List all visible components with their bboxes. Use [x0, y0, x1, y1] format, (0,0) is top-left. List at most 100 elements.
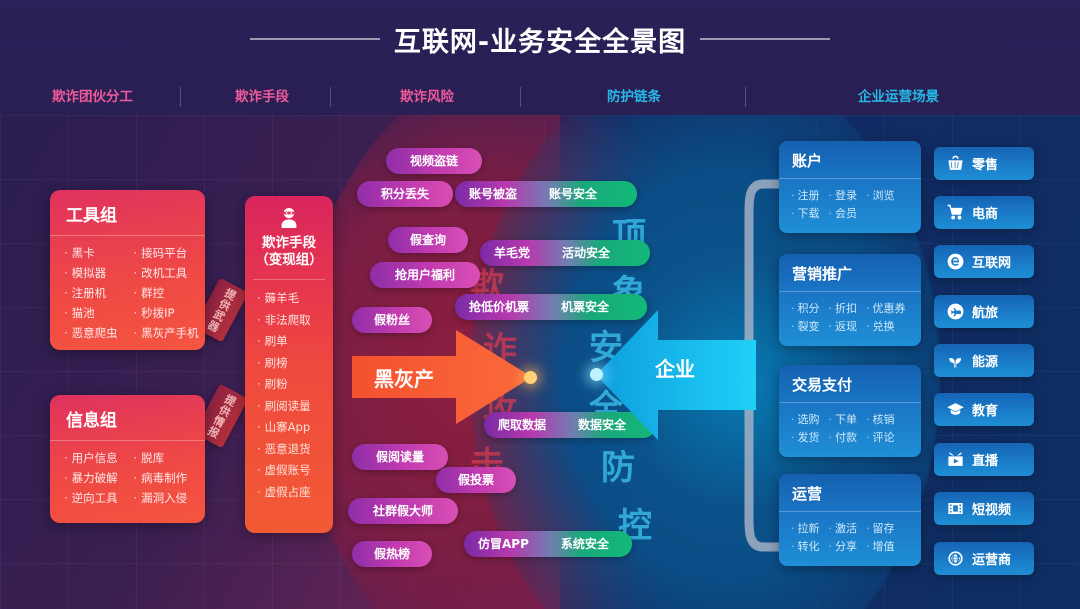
risk-security-pill[interactable]: 羊毛党 活动安全: [480, 240, 650, 266]
tab-0[interactable]: 欺诈团伙分工: [52, 89, 133, 105]
fraud-means-item: 刷阅读量: [257, 396, 333, 418]
panel-item: 群控: [134, 285, 200, 302]
industry-chip-0[interactable]: 零售: [934, 147, 1034, 180]
industry-chip-5[interactable]: 教育: [934, 393, 1034, 426]
fraud-means-item: 非法爬取: [257, 310, 333, 332]
pill-risk-label: 抢低价机票: [469, 300, 530, 314]
business-item: 返现: [829, 318, 857, 336]
business-item: 浏览: [866, 187, 895, 205]
business-item: 评论: [866, 429, 895, 447]
industry-chip-8[interactable]: 运营商: [934, 542, 1034, 575]
fraud-means-item: 虚假账号: [257, 460, 333, 482]
business-panel-marketing[interactable]: 营销推广积分折扣优惠券裂变返现兑换: [779, 254, 921, 346]
business-item: 会员: [829, 205, 857, 223]
business-panel-items-payment: 选购下单核销发货付款评论: [779, 403, 921, 457]
defense-node-dot: [590, 368, 603, 381]
pill-security-label: 数据安全: [578, 418, 627, 432]
business-item: 选购: [791, 411, 820, 429]
industry-chip-6[interactable]: 直播: [934, 443, 1034, 476]
risk-security-pill[interactable]: 账号被盗账号安全: [455, 181, 637, 207]
industry-chip-3[interactable]: 航旅: [934, 295, 1034, 328]
risk-pill[interactable]: 假投票: [436, 467, 516, 493]
panel-tool-group[interactable]: 工具组黑卡接码平台模拟器改机工具注册机群控猫池秒拨IP恶意爬虫黑灰产手机: [50, 190, 205, 350]
page-title: 互联网-业务安全全景图: [393, 26, 687, 58]
fraud-means-header: 欺诈手段 （变现组）: [245, 196, 333, 277]
fraud-means-item: 刷粉: [257, 374, 333, 396]
risk-pill[interactable]: 假阅读量: [352, 444, 448, 470]
e-circle-icon: [947, 253, 964, 270]
pill-risk-label: 仿冒APP: [478, 537, 529, 551]
attack-node-dot: [524, 371, 537, 384]
risk-pill[interactable]: 积分丢失: [357, 181, 453, 207]
business-item: 注册: [791, 187, 820, 205]
panel-items-tool-group: 黑卡接码平台模拟器改机工具注册机群控猫池秒拨IP恶意爬虫黑灰产手机: [50, 236, 205, 350]
panel-items-info-group: 用户信息脱库暴力破解病毒制作逆向工具漏洞入侵: [50, 441, 205, 517]
business-item: 登录: [829, 187, 857, 205]
tab-4[interactable]: 企业运营场景: [858, 89, 939, 105]
risk-pill[interactable]: 假热榜: [352, 541, 432, 567]
enterprise-arrow-label: 企业: [655, 357, 695, 381]
fraud-means-panel[interactable]: 欺诈手段 （变现组） 薅羊毛非法爬取刷单刷榜刷粉刷阅读量山寨App恶意退货虚假账…: [245, 196, 333, 533]
business-row: 转化分享增值: [791, 538, 913, 556]
panel-item: 秒拨IP: [134, 305, 200, 322]
panel-item: 暴力破解: [64, 470, 130, 487]
industry-chip-7[interactable]: 短视频: [934, 492, 1034, 525]
panel-item: 恶意爬虫: [64, 325, 130, 342]
tab-divider-3: [745, 87, 746, 107]
enterprise-arrow[interactable]: [596, 310, 756, 440]
risk-pill[interactable]: 视频盗链: [386, 148, 482, 174]
risk-pill[interactable]: 社群假大师: [348, 498, 458, 524]
risk-security-pill[interactable]: 抢低价机票机票安全: [455, 294, 647, 320]
industry-chip-1[interactable]: 电商: [934, 196, 1034, 229]
risk-pill[interactable]: 假粉丝: [352, 307, 432, 333]
business-row: 注册登录浏览: [791, 187, 913, 205]
risk-security-pill[interactable]: 爬取数据数据安全: [484, 412, 656, 438]
title-rule-right: [700, 38, 831, 40]
pill-security-label: 活动安全: [562, 246, 611, 260]
industry-chip-2[interactable]: 互联网: [934, 245, 1034, 278]
panel-item: 用户信息: [64, 450, 130, 467]
tab-3[interactable]: 防护链条: [607, 89, 661, 105]
divider: [253, 279, 325, 280]
industry-chip-label: 教育: [972, 404, 999, 419]
tab-divider-2: [520, 87, 521, 107]
business-panel-payment[interactable]: 交易支付选购下单核销发货付款评论: [779, 365, 921, 457]
section-tabs: 欺诈团伙分工 欺诈手段 欺诈风险 防护链条 企业运营场景: [0, 85, 1080, 115]
industry-chip-label: 能源: [972, 355, 999, 370]
business-item: 拉新: [791, 520, 820, 538]
business-panel-account[interactable]: 账户注册登录浏览下载会员: [779, 141, 921, 233]
panel-info-group[interactable]: 信息组用户信息脱库暴力破解病毒制作逆向工具漏洞入侵: [50, 395, 205, 523]
panel-item: 漏洞入侵: [134, 490, 200, 507]
panel-item: 猫池: [64, 305, 130, 322]
tab-1[interactable]: 欺诈手段: [235, 89, 289, 105]
page-title-wrap: 互联网-业务安全全景图: [0, 16, 1080, 62]
business-panel-items-marketing: 积分折扣优惠券裂变返现兑换: [779, 292, 921, 346]
industry-chip-label: 运营商: [972, 553, 1012, 568]
tab-2[interactable]: 欺诈风险: [400, 89, 454, 105]
industry-chip-label: 直播: [972, 454, 999, 469]
industry-chip-label: 零售: [972, 158, 999, 173]
business-row: 裂变返现兑换: [791, 318, 913, 336]
panel-item: 脱库: [134, 450, 200, 467]
live-tv-icon: [948, 452, 963, 466]
pill-risk-label: 羊毛党: [494, 246, 531, 260]
business-panel-operation[interactable]: 运营拉新激活留存转化分享增值: [779, 474, 921, 566]
fraud-means-title-line2: （变现组）: [255, 252, 323, 268]
panel-title-tool-group: 工具组: [50, 190, 205, 236]
risk-pill[interactable]: 抢用户福利: [370, 262, 480, 288]
tab-divider-0: [180, 87, 181, 107]
fraud-means-item: 刷单: [257, 331, 333, 353]
business-panel-title-marketing: 营销推广: [779, 254, 921, 292]
risk-pill[interactable]: 假查询: [388, 227, 468, 253]
business-panel-title-account: 账户: [779, 141, 921, 179]
panel-item: 黑灰产手机: [134, 325, 200, 342]
industry-chip-4[interactable]: 能源: [934, 344, 1034, 377]
business-item: 转化: [791, 538, 820, 556]
business-item: 发货: [791, 429, 820, 447]
panel-item: 改机工具: [134, 265, 200, 282]
masked-person-icon: [281, 208, 297, 228]
fraud-means-title-line1: 欺诈手段: [262, 235, 316, 251]
black-industry-arrow[interactable]: [352, 330, 532, 424]
